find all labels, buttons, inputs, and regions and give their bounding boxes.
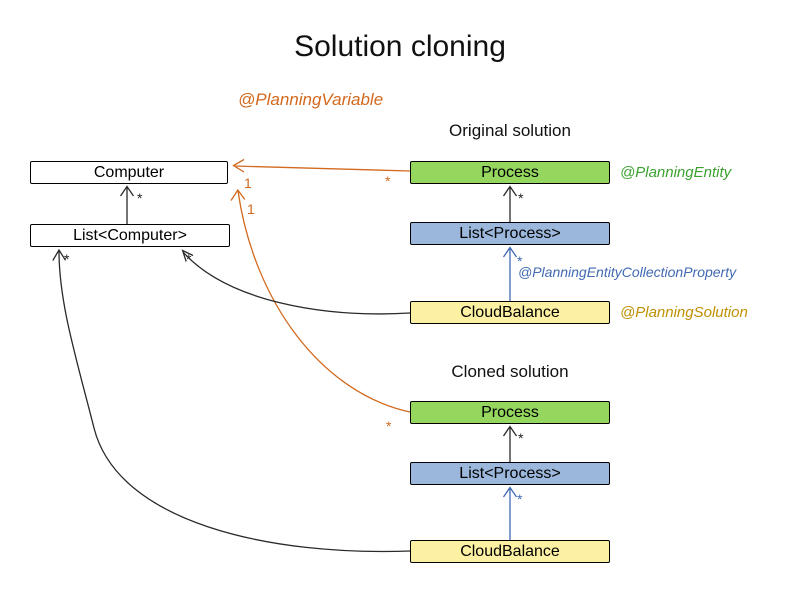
cloned-list-process-box: List<Process> (410, 462, 610, 485)
multiplicity-cloned-cloudbalance-to-listcomputer: * (64, 251, 70, 267)
original-cloudbalance-box: CloudBalance (410, 301, 610, 324)
computer-class-box: Computer (30, 161, 228, 184)
multiplicity-cloned-cloudbalance-to-listprocess: * (517, 491, 523, 507)
arrow-cloned-listprocess-to-process (502, 425, 518, 462)
multiplicity-original-cloudbalance-to-listcomputer: * (186, 251, 192, 267)
arrow-original-cloudbalance-to-listprocess (502, 246, 518, 301)
multiplicity-cloned-process-one: 1 (247, 201, 255, 217)
multiplicity-original-listprocess-to-process: * (518, 190, 524, 206)
arrow-listcomputer-to-computer (119, 185, 135, 224)
arrow-cloned-process-to-computer (230, 188, 411, 413)
cloned-solution-label: Cloned solution (451, 362, 569, 381)
multiplicity-original-process-many: * (385, 173, 391, 189)
diagram-title: Solution cloning (294, 30, 506, 63)
multiplicity-listcomputer-to-computer: * (137, 190, 143, 206)
original-solution-label: Original solution (449, 121, 571, 140)
original-process-box: Process (410, 161, 610, 184)
cloned-cloudbalance-box: CloudBalance (410, 540, 610, 563)
list-computer-class-box: List<Computer> (30, 224, 230, 247)
arrow-original-cloudbalance-to-listcomputer (181, 249, 411, 315)
arrow-original-listprocess-to-process (502, 185, 518, 222)
arrow-original-process-to-computer (232, 158, 411, 173)
planning-variable-annotation: @PlanningVariable (238, 90, 384, 109)
planning-entity-annotation: @PlanningEntity (620, 164, 732, 181)
arrow-cloned-cloudbalance-to-listcomputer (52, 248, 411, 553)
multiplicity-original-process-one: 1 (244, 175, 252, 191)
original-list-process-box: List<Process> (410, 222, 610, 245)
arrow-cloned-cloudbalance-to-listprocess (502, 486, 518, 540)
multiplicity-cloned-listprocess-to-process: * (518, 430, 524, 446)
planning-solution-annotation: @PlanningSolution (620, 304, 748, 321)
planning-entity-collection-property-annotation: @PlanningEntityCollectionProperty (518, 264, 737, 280)
multiplicity-original-cloudbalance-to-listprocess: * (517, 253, 523, 269)
multiplicity-cloned-process-many: * (386, 418, 392, 434)
cloned-process-box: Process (410, 401, 610, 424)
